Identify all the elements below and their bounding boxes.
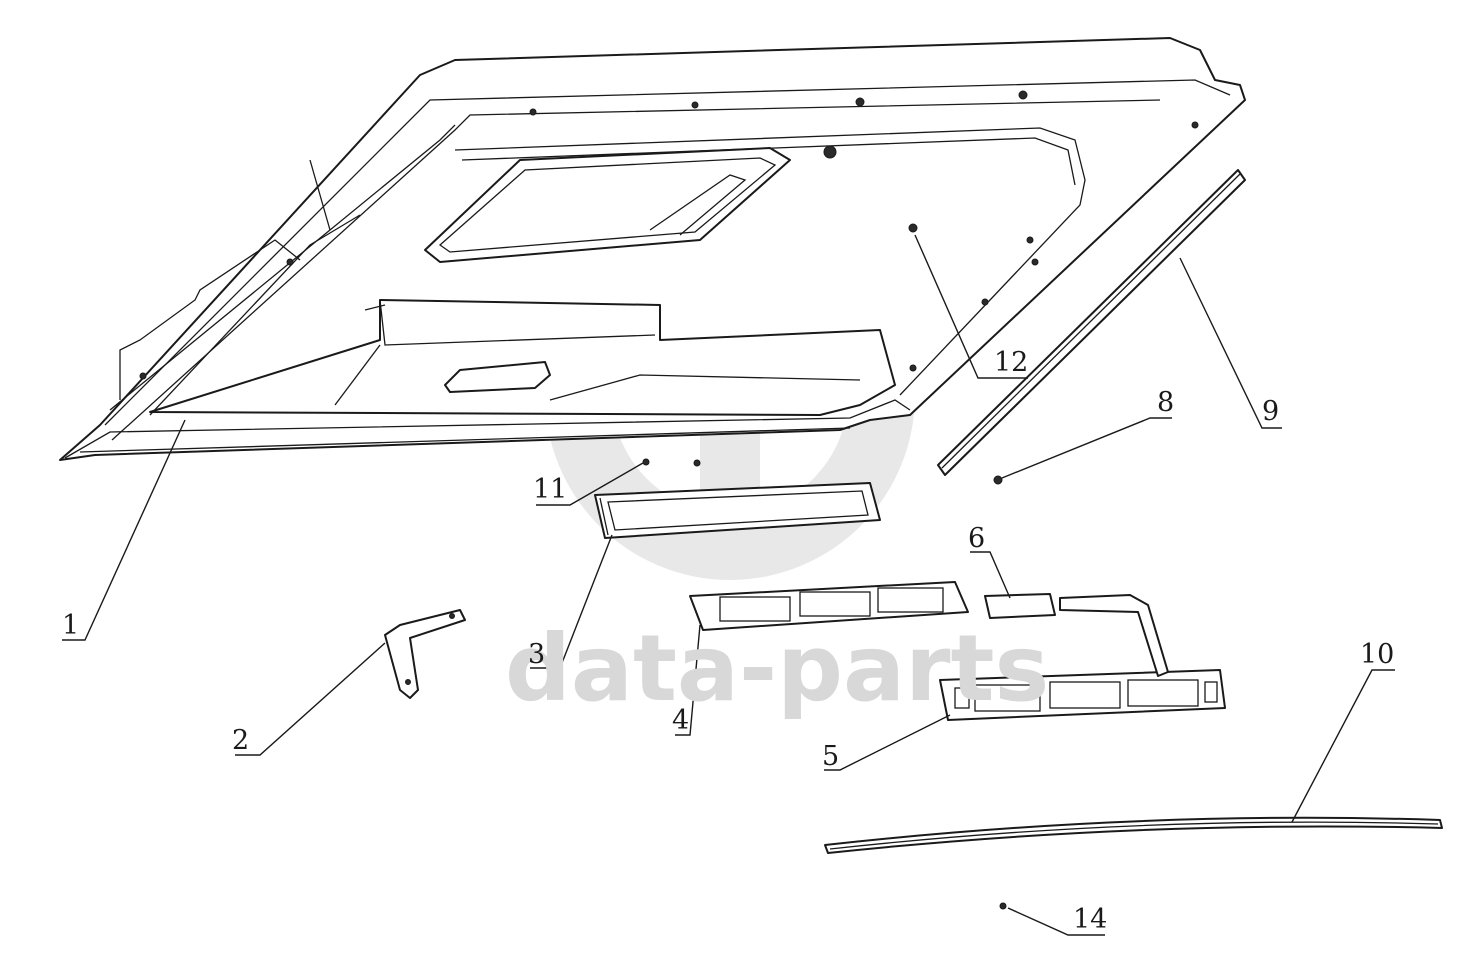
callout-10: 10 [1360, 639, 1394, 670]
leader-11 [536, 462, 644, 506]
part-1-headliner-panel [59, 37, 1246, 461]
callout-3: 3 [528, 639, 545, 670]
leader-3 [530, 534, 613, 669]
callout-12: 12 [994, 347, 1028, 378]
callout-8: 8 [1157, 387, 1174, 418]
leader-10 [1291, 669, 1395, 823]
part-2-bracket [384, 609, 466, 699]
callout-2: 2 [232, 725, 249, 756]
leader-5 [824, 714, 951, 771]
leader-14 [1007, 907, 1105, 936]
part-6-clip-with-wire [984, 593, 1169, 677]
part-10-rear-trim [824, 816, 1443, 854]
callout-5: 5 [822, 741, 839, 772]
part-3-console-frame [594, 482, 881, 539]
part-9-side-trim [937, 169, 1246, 476]
leader-8 [1001, 417, 1172, 479]
leader-2 [235, 642, 386, 756]
callout-11: 11 [533, 474, 567, 505]
part-8-fastener [993, 475, 1003, 485]
leader-6 [970, 551, 1011, 599]
callout-14: 14 [1073, 904, 1107, 935]
callout-9: 9 [1262, 396, 1279, 427]
part-14-screw [999, 902, 1007, 910]
callout-6: 6 [968, 523, 985, 554]
part-4-console-tray [689, 581, 969, 631]
leader-4 [675, 624, 701, 736]
leader-9 [1179, 257, 1282, 429]
leader-lines [62, 234, 1395, 936]
callout-4: 4 [672, 705, 689, 736]
part-5-grille-panel [939, 669, 1226, 721]
part-11-screws [642, 458, 701, 467]
watermark-text: data-parts [505, 615, 1049, 722]
callout-labels: 1 2 3 4 5 6 8 9 10 11 12 14 [62, 347, 1394, 935]
callout-1: 1 [62, 610, 79, 641]
leader-1 [62, 419, 186, 641]
leader-12 [914, 234, 1028, 379]
